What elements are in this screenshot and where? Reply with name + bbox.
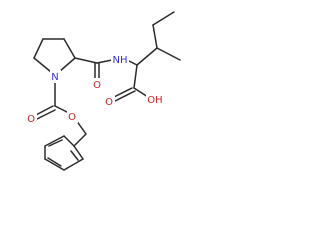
bond-cgamma-cdelta [152, 11, 175, 26]
atom-label-carbamate-o-bottom: O [68, 112, 76, 123]
bond-carbamate-c-oester [54, 105, 70, 114]
isoleucine-residue [111, 11, 181, 102]
bond-calpha-acid [133, 64, 138, 89]
phenyl-bond-6 [63, 135, 75, 147]
bond-cbeta-methyl [156, 47, 181, 61]
phenyl-double-1 [70, 150, 79, 161]
bond-acid-o-a [111, 87, 133, 99]
bond-ch2-phenyl [73, 133, 87, 147]
atom-label-carbamate-o-top: O [27, 114, 35, 125]
bond-c5-n1 [33, 57, 52, 73]
amide-group [74, 57, 113, 81]
atom-label-acid-o: O [105, 97, 113, 108]
phenyl-bond-2 [63, 158, 84, 171]
atom-labels: N O NH O O O OH [26, 53, 164, 125]
atom-label-acid-oh: OH [147, 95, 162, 106]
bond-carbamate-o-b [36, 109, 56, 120]
phenyl-double-3 [48, 139, 63, 147]
bond-c2-carbonyl [74, 57, 98, 64]
bond-n1-c2 [58, 57, 76, 73]
bond-c2-c3 [63, 38, 76, 59]
atom-label-amide-o: O [93, 80, 101, 91]
carbamate-group [33, 81, 87, 147]
molecule-structure-diagram: N O NH O O O OH [26, 11, 181, 171]
bond-acid-o-b [114, 90, 136, 102]
bond-carbonyl-nh [96, 59, 113, 64]
bond-acid-oh [133, 87, 149, 98]
bond-calpha-cbeta [136, 47, 158, 66]
bond-cbeta-cgamma [152, 24, 158, 49]
bond-carbamate-o-a [33, 105, 54, 117]
phenyl-double-2 [47, 157, 62, 167]
atom-label-amide-nh: NH [113, 55, 128, 66]
phenyl-bond-1 [73, 145, 84, 160]
phenyl-bond-5 [44, 135, 65, 147]
phenyl-bond-3 [44, 158, 65, 171]
pyrrolidine-ring [33, 38, 76, 73]
phenyl-ring [44, 135, 84, 171]
bond-c4-c5 [33, 38, 44, 59]
atom-label-ring-n: N [51, 72, 58, 83]
